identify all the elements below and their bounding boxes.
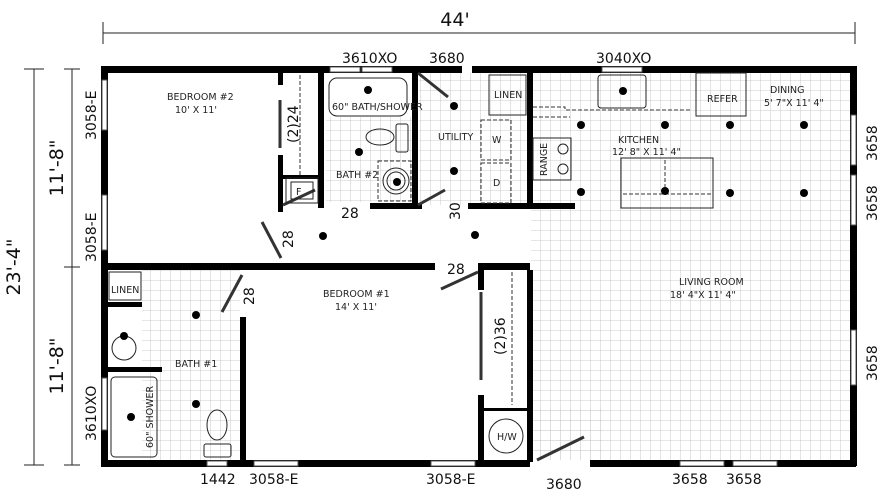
utility-label: UTILITY	[438, 132, 473, 143]
furnace-label: F	[296, 187, 301, 198]
door-label-bath1: 28	[242, 287, 258, 305]
linen-label-bath1: LINEN	[111, 285, 139, 296]
bath1-label: BATH #1	[175, 359, 217, 370]
washer-label: W	[492, 135, 502, 146]
bedroom1-size: 14' X 11'	[335, 302, 377, 313]
bath1-floor	[142, 270, 240, 460]
window-label-1442: 1442	[200, 472, 236, 488]
utility-floor	[419, 73, 531, 205]
lower-half-dim: 11'-8"	[46, 337, 68, 394]
entry-tile	[535, 408, 603, 460]
dining-label: DINING	[770, 85, 805, 96]
upper-half-dim: 11'-8"	[46, 139, 68, 196]
range-label: RANGE	[539, 143, 550, 176]
window-label-left-middle: 3058-E	[84, 212, 100, 262]
window-label-bottom-2: 3058-E	[426, 472, 476, 488]
bath2-label: BATH #2	[336, 170, 378, 181]
ceiling-lights	[120, 86, 808, 421]
bedroom2-label: BEDROOM #2	[167, 92, 234, 103]
door-label-closet-bed1: (2)36	[493, 317, 509, 355]
kitchen-label: KITCHEN	[618, 135, 659, 146]
bedroom2-size: 10' X 11'	[175, 105, 217, 116]
fixtures	[108, 72, 747, 458]
living-label: LIVING ROOM	[679, 277, 744, 288]
window-label-bottom-4: 3658	[726, 472, 762, 488]
door-label-utility: 30	[448, 202, 464, 220]
shower-label: 60" SHOWER	[145, 385, 156, 448]
door-label-3680-top: 3680	[429, 51, 465, 67]
refer-label: REFER	[707, 94, 738, 105]
window-label-right-3: 3658	[865, 345, 880, 381]
dimension-lines	[24, 22, 856, 466]
living-size: 18' 4"X 11' 4"	[670, 290, 736, 301]
kitchen-size: 12' 8" X 11' 4"	[612, 147, 681, 158]
window-label-left-lower: 3610XO	[84, 386, 100, 441]
dining-size: 5' 7"X 11' 4"	[764, 98, 824, 109]
bedroom1-label: BEDROOM #1	[323, 289, 390, 300]
window-label-right-1: 3658	[865, 125, 880, 161]
bath2-floor	[326, 117, 415, 202]
dryer-label: D	[493, 178, 500, 189]
linen-label-top: LINEN	[494, 90, 522, 101]
door-label-bed2: 28	[281, 230, 297, 248]
door-label-bed1: 28	[447, 262, 465, 278]
window-label-bottom-3: 3658	[672, 472, 708, 488]
door-label-bath2: 28	[341, 206, 359, 222]
windows	[101, 66, 857, 467]
window-label-3610xo-top: 3610XO	[342, 51, 397, 67]
window-label-right-2: 3658	[865, 185, 880, 221]
door-label-closet-bed2: (2)24	[286, 105, 302, 143]
door-label-3680-bottom: 3680	[546, 477, 582, 493]
interior-walls	[101, 73, 575, 463]
window-label-3040xo: 3040XO	[596, 51, 651, 67]
kitchen-living-floor	[531, 73, 850, 460]
window-label-left-upper: 3058-E	[84, 90, 100, 140]
water-heater-label: H/W	[497, 432, 517, 443]
bath-shower-label: 60" BATH/SHOWER	[332, 102, 423, 113]
window-label-bottom-1: 3058-E	[249, 472, 299, 488]
closet-area	[480, 270, 530, 408]
overall-depth-dim: 23'-4"	[3, 238, 25, 295]
overall-width-dim: 44'	[440, 9, 469, 31]
